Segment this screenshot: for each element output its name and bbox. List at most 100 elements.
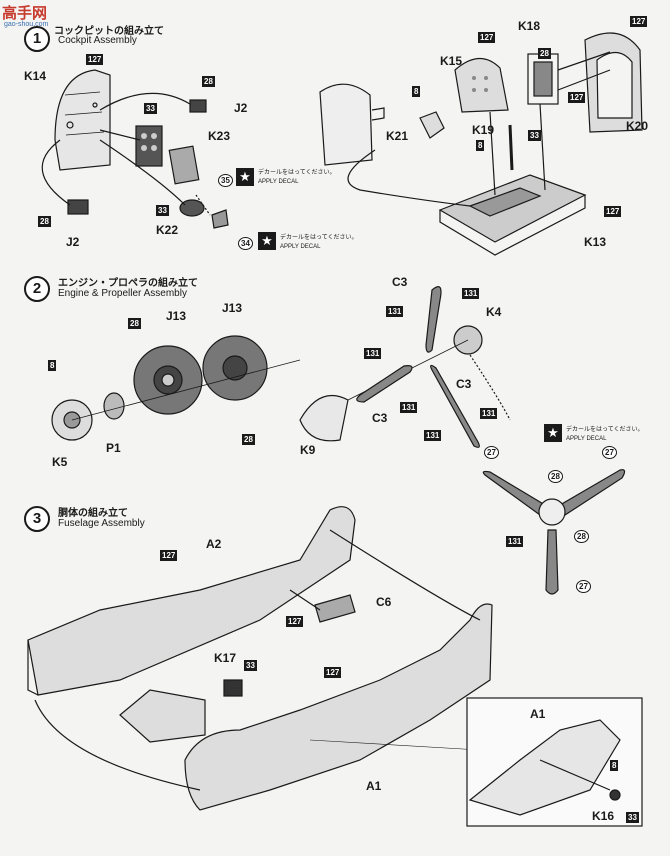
part-label: K19 bbox=[472, 123, 495, 137]
color-callout: 131 bbox=[400, 402, 418, 413]
part-label: K13 bbox=[584, 235, 607, 249]
color-callout: 28 bbox=[538, 48, 551, 59]
color-callout: 35 bbox=[218, 174, 233, 187]
color-callout: 28 bbox=[242, 434, 255, 445]
part-label: K21 bbox=[386, 129, 409, 143]
color-callout: 28 bbox=[128, 318, 141, 329]
color-callout: 28 bbox=[202, 76, 215, 87]
part-label: C3 bbox=[456, 377, 472, 391]
part-label: J13 bbox=[166, 309, 187, 323]
part-k21-drawing bbox=[419, 111, 445, 139]
part-label: K16 bbox=[592, 809, 615, 823]
color-callout: 131 bbox=[462, 288, 480, 299]
star-icon: ★ bbox=[258, 232, 276, 250]
part-k21-bulkhead-drawing bbox=[319, 83, 373, 166]
decal-note-jp: デカールをはってください。 bbox=[566, 427, 644, 433]
color-callout: 34 bbox=[238, 237, 253, 250]
star-icon: ★ bbox=[236, 168, 254, 186]
step-1-title-jp: コックピットの組み立て bbox=[54, 26, 164, 37]
part-k19-drawing bbox=[508, 124, 514, 171]
part-label: K5 bbox=[52, 455, 68, 469]
part-label: A1 bbox=[530, 707, 546, 721]
part-c3-top-drawing bbox=[425, 286, 442, 353]
part-c3-left-drawing bbox=[356, 365, 413, 403]
part-j2-top-drawing bbox=[189, 99, 207, 113]
color-callout: 127 bbox=[86, 54, 104, 65]
part-k14-drawing bbox=[54, 69, 111, 171]
part-j13-front-drawing bbox=[133, 345, 203, 415]
color-callout: 33 bbox=[156, 205, 169, 216]
color-callout: 33 bbox=[244, 660, 257, 671]
decal-note-en: APPLY DECAL bbox=[566, 436, 607, 442]
part-label: J13 bbox=[222, 301, 243, 315]
part-label: C3 bbox=[392, 275, 408, 289]
color-callout: 131 bbox=[506, 536, 524, 547]
color-callout: 27 bbox=[602, 446, 617, 459]
part-label: K9 bbox=[300, 443, 316, 457]
part-34-drawing bbox=[211, 209, 229, 229]
part-label: P1 bbox=[106, 441, 121, 455]
color-callout: 33 bbox=[528, 130, 541, 141]
color-callout: 131 bbox=[424, 430, 442, 441]
part-k9-drawing bbox=[299, 394, 349, 442]
part-j2-bottom-drawing bbox=[67, 199, 89, 215]
color-callout: 28 bbox=[38, 216, 51, 227]
color-callout: 127 bbox=[286, 616, 304, 627]
part-label: A2 bbox=[206, 537, 222, 551]
color-callout: 127 bbox=[568, 92, 586, 103]
color-callout: 8 bbox=[48, 360, 57, 371]
decal-note-jp: デカールをはってください。 bbox=[280, 235, 358, 241]
part-label: A1 bbox=[366, 779, 382, 793]
color-callout: 127 bbox=[324, 667, 342, 678]
star-icon: ★ bbox=[544, 424, 562, 442]
color-callout: 131 bbox=[480, 408, 498, 419]
color-callout: 27 bbox=[484, 446, 499, 459]
cockpit-tub-drawing bbox=[119, 689, 206, 743]
part-label: K15 bbox=[440, 54, 463, 68]
color-callout: 131 bbox=[386, 306, 404, 317]
color-callout: 8 bbox=[412, 86, 421, 97]
step-3-title-jp: 胴体の組み立て bbox=[58, 508, 128, 519]
color-callout: 127 bbox=[604, 206, 622, 217]
part-label: K4 bbox=[486, 305, 502, 319]
color-callout: 33 bbox=[626, 812, 639, 823]
decal-note-jp: デカールをはってください。 bbox=[258, 170, 336, 176]
part-label: C6 bbox=[376, 595, 392, 609]
part-c3-right-drawing bbox=[430, 364, 480, 448]
part-k15-drawing bbox=[454, 57, 509, 113]
color-callout: 28 bbox=[574, 530, 589, 543]
part-label: K14 bbox=[24, 69, 47, 83]
watermark-logo: 高手网 bbox=[2, 5, 48, 22]
part-label: K17 bbox=[214, 651, 237, 665]
step-2-title-jp: エンジン・プロペラの組み立て bbox=[58, 278, 198, 289]
color-callout: 131 bbox=[364, 348, 382, 359]
part-k13-drawing bbox=[438, 174, 587, 243]
color-callout: 8 bbox=[610, 760, 619, 771]
color-callout: 127 bbox=[630, 16, 648, 27]
part-j13-rear-drawing bbox=[202, 335, 268, 401]
part-label: K20 bbox=[626, 119, 649, 133]
part-k22-drawing bbox=[179, 199, 205, 217]
part-c6-drawing bbox=[314, 594, 356, 623]
decal-note-en: APPLY DECAL bbox=[258, 179, 299, 185]
propeller-assembled-drawing bbox=[482, 469, 626, 595]
part-p1-drawing bbox=[103, 392, 125, 420]
part-label: K23 bbox=[208, 129, 231, 143]
step-2-number: 2 bbox=[24, 276, 50, 302]
color-callout: 27 bbox=[576, 580, 591, 593]
color-callout: 28 bbox=[548, 470, 563, 483]
watermark-url: gao-shou.com bbox=[4, 21, 49, 28]
part-label: C3 bbox=[372, 411, 388, 425]
step-3-title-en: Fuselage Assembly bbox=[58, 518, 145, 529]
part-label: J2 bbox=[66, 235, 80, 249]
fuselage-a2-drawing bbox=[27, 506, 356, 696]
step-3-number: 3 bbox=[24, 506, 50, 532]
part-k17-drawing bbox=[223, 679, 243, 697]
color-callout: 127 bbox=[478, 32, 496, 43]
step-1-title-en: Cockpit Assembly bbox=[58, 35, 137, 46]
color-callout: 8 bbox=[476, 140, 485, 151]
fuselage-a1-drawing bbox=[184, 603, 493, 811]
step-2-title-en: Engine & Propeller Assembly bbox=[58, 288, 187, 299]
decal-panel-drawing bbox=[168, 145, 200, 185]
